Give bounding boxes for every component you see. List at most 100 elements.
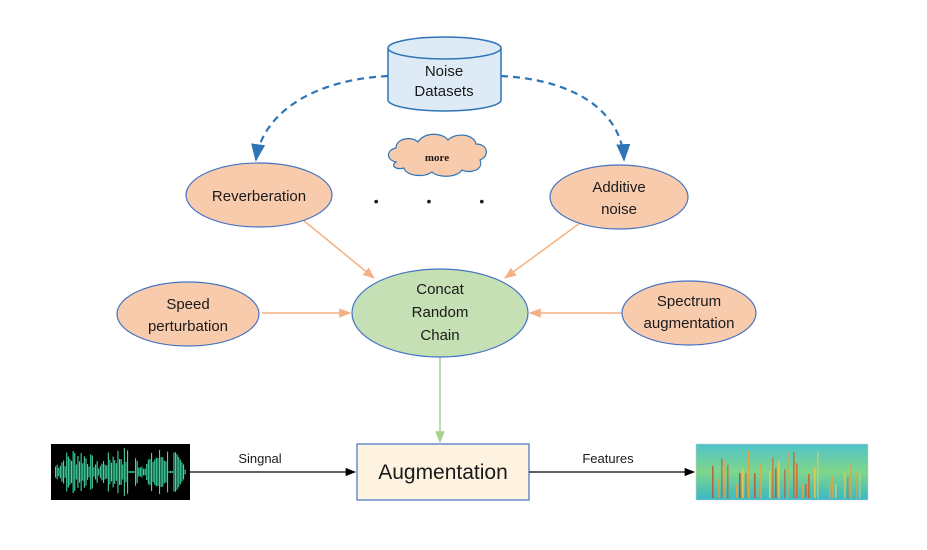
signal-label: Singnal	[238, 451, 281, 466]
spectrogram-streak	[808, 474, 810, 498]
features-label: Features	[582, 451, 634, 466]
waveform-bar	[138, 467, 140, 477]
spectrogram-streak	[856, 471, 858, 498]
waveform-bar	[109, 459, 111, 485]
spectrogram-streak	[847, 477, 849, 498]
spectrogram-image	[695, 443, 869, 501]
spectrogram-streak	[745, 472, 747, 498]
augmentation-label: Augmentation	[378, 461, 508, 484]
waveform-bar	[155, 457, 157, 487]
waveform-bar	[91, 455, 93, 489]
waveform-bar	[79, 461, 81, 483]
waveform-bar	[125, 461, 127, 483]
concat-random-chain-label-3: Chain	[420, 327, 459, 344]
waveform-bar	[170, 471, 172, 473]
waveform-bar	[183, 464, 185, 480]
spectrogram-streak	[784, 469, 786, 498]
waveform-bar	[99, 466, 101, 479]
spectrum-augmentation-label-2: augmentation	[644, 315, 735, 332]
waveform-image	[51, 444, 190, 500]
waveform-bar	[133, 471, 135, 473]
waveform-bar	[96, 461, 98, 483]
waveform-bar	[71, 460, 73, 483]
waveform-bar	[80, 453, 82, 491]
waveform-bar	[63, 460, 65, 484]
noise-datasets-cylinder: Noise Datasets	[387, 36, 502, 112]
reverberation-to-chain-edge	[302, 219, 375, 279]
additive-noise-label-2: noise	[601, 201, 637, 218]
spectrogram-streak	[760, 463, 762, 498]
waveform-bar	[176, 454, 178, 490]
spectrogram-streak	[835, 483, 837, 498]
augmentation-box: Augmentation	[356, 443, 530, 501]
waveform-bar	[115, 463, 117, 481]
waveform-bar	[123, 448, 125, 496]
waveform-bar	[163, 460, 165, 484]
spectrogram-streak	[742, 468, 744, 498]
spectrogram-streak	[721, 458, 723, 498]
waveform-bar	[103, 461, 105, 483]
ellipsis-dots: • • •	[374, 193, 506, 209]
waveform-bar	[122, 464, 124, 480]
spectrogram-streak	[736, 484, 738, 498]
spectrogram-streak	[832, 476, 834, 498]
spectrogram-streak	[787, 452, 789, 498]
waveform-bar	[152, 461, 154, 483]
waveform-bar	[149, 458, 151, 486]
spectrogram-streak	[757, 487, 759, 498]
waveform-bar	[107, 452, 109, 492]
waveform-bars	[55, 448, 186, 496]
spectrogram-streak	[793, 452, 795, 498]
concat-random-chain-label-1: Concat	[416, 281, 464, 298]
waveform-bar	[131, 471, 133, 473]
noise-datasets-label-1: Noise	[425, 63, 463, 80]
waveform-bar	[104, 464, 106, 480]
noise-datasets-label-2: Datasets	[414, 83, 473, 100]
waveform-bar	[136, 460, 138, 484]
spectrogram-streak	[739, 473, 741, 498]
waveform-bar	[77, 456, 79, 488]
waveform-bar	[179, 459, 181, 485]
waveform-bar	[93, 467, 95, 477]
waveform-bar	[95, 464, 97, 480]
waveform-bar	[64, 466, 66, 478]
waveform-bar	[143, 468, 145, 476]
spectrogram-streaks	[712, 451, 861, 498]
waveform-bar	[117, 450, 119, 494]
waveform-bar	[128, 471, 130, 473]
waveform-bar	[157, 458, 159, 486]
additive-noise-node: Additive noise	[549, 164, 689, 230]
concat-random-chain-node: Concat Random Chain	[351, 268, 529, 358]
spectrogram-streak	[844, 471, 846, 498]
spectrogram-streak	[772, 457, 774, 498]
spectrogram-streak	[769, 471, 771, 498]
spectrogram-streak	[712, 466, 714, 498]
waveform-bar	[168, 471, 170, 473]
waveform-bar	[135, 458, 137, 486]
waveform-bar	[90, 454, 92, 490]
spectrogram-streak	[718, 478, 720, 498]
waveform-bar	[75, 464, 77, 480]
waveform-bar	[72, 451, 74, 493]
waveform-bar	[106, 465, 108, 479]
waveform-bar	[61, 462, 63, 482]
spectrogram-streak	[817, 451, 819, 498]
waveform-bar	[87, 464, 89, 480]
waveform-bar	[139, 467, 141, 477]
waveform-bar	[141, 466, 143, 478]
concat-random-chain-label-2: Random	[412, 304, 469, 321]
additive-to-chain-edge	[504, 222, 581, 279]
reverberation-node: Reverberation	[185, 162, 333, 228]
waveform-bar	[66, 452, 68, 492]
waveform-bar	[181, 462, 183, 482]
waveform-bar	[178, 456, 180, 488]
waveform-bar	[173, 452, 175, 492]
waveform-bar	[175, 452, 177, 492]
waveform-bar	[58, 467, 60, 477]
waveform-bar	[114, 460, 116, 484]
noise-to-additive-edge	[500, 74, 631, 162]
waveform-bar	[167, 451, 169, 493]
waveform-bar	[120, 459, 122, 485]
waveform-bar	[111, 462, 113, 482]
